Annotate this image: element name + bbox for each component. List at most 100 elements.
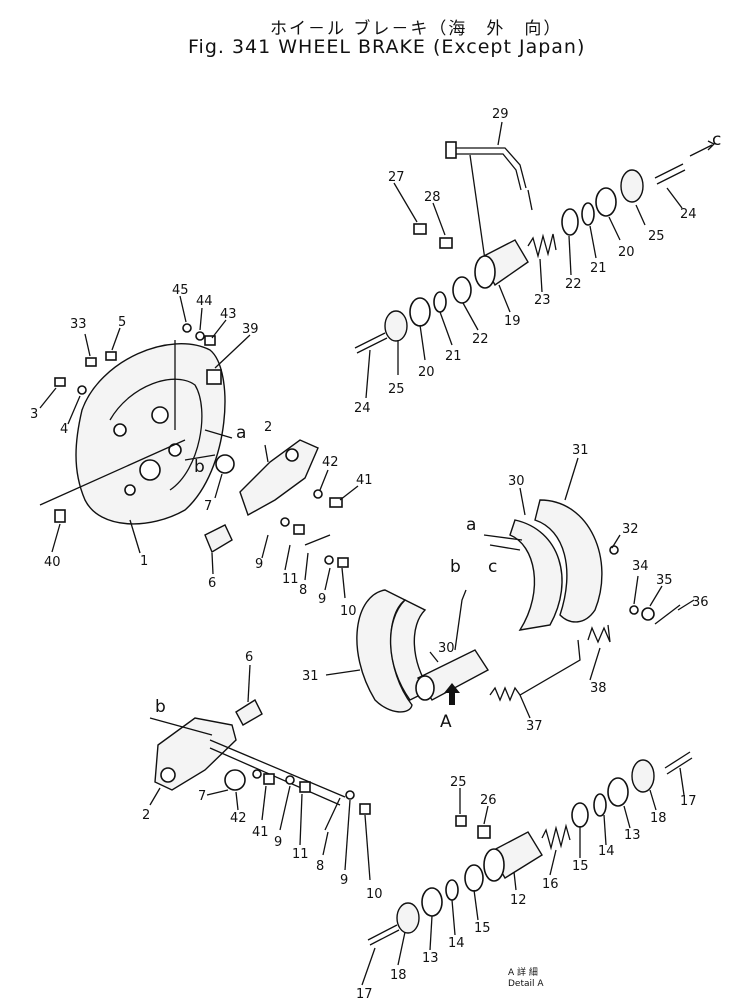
lower-anchor-group [149,664,371,881]
upper-wheel-cylinder-group [354,121,716,399]
callout-number-21: 3 [30,407,38,422]
callout-number-28: 7 [204,499,212,514]
adjuster-spring-lower [235,698,263,726]
callout-number-51: 11 [292,847,309,862]
callout-number-15: 45 [172,283,189,298]
return-spring-lower-cyl [541,823,571,851]
callout-number-17: 43 [220,307,237,322]
callout-number-56: 26 [480,793,497,808]
callout-number-20: 5 [118,315,126,330]
callout-number-46: 2 [142,808,150,823]
arrow-a-center [483,534,523,541]
reference-letter-6: A [440,712,452,732]
callout-number-14: 24 [354,401,371,416]
piston-cup [561,208,579,236]
reference-letter-4: b [450,557,461,577]
reference-letter-3: a [466,515,476,535]
callout-number-68: 17 [356,987,373,1002]
callout-number-38: 34 [632,559,649,574]
piston [595,187,617,217]
callout-number-45: 6 [245,650,253,665]
adjuster-wheel-lower [224,769,246,791]
reference-letter-1: b [194,457,205,477]
callout-number-43: 38 [590,681,607,696]
callout-number-10: 22 [472,332,489,347]
callout-number-22: 4 [60,422,68,437]
callout-number-60: 14 [598,844,615,859]
callout-number-2: 28 [424,190,441,205]
backing-plate [75,343,226,525]
callout-number-26: 40 [44,555,61,570]
callout-number-52: 8 [316,859,324,874]
arrow-c-upper [689,144,713,157]
callout-number-34: 10 [340,604,357,619]
callout-number-7: 21 [590,261,607,276]
callout-number-64: 15 [474,921,491,936]
callout-number-66: 13 [422,951,439,966]
callout-number-11: 21 [445,349,462,364]
callout-number-18: 39 [242,322,259,337]
callout-number-62: 16 [542,877,559,892]
figure-title-japanese: ホイ－ル ブレ－キ（海 外 向） [270,19,563,39]
shoe-anchor [239,439,319,517]
detail-label-english: Detail A [508,979,544,989]
callout-number-27: 1 [140,554,148,569]
adjuster-spring [204,524,233,554]
callout-number-54: 10 [366,887,383,902]
callout-number-35: 31 [572,443,589,458]
callout-number-50: 9 [274,835,282,850]
callout-number-13: 25 [388,382,405,397]
brake-shoe-right [509,519,563,631]
shoe-anchor-lower [154,717,237,791]
callout-number-23: 2 [264,420,272,435]
pipe-flare-nut [445,141,457,159]
figure-title-english: Fig. 341 WHEEL BRAKE (Except Japan) [188,36,586,58]
adjuster-wheel [215,454,235,474]
callout-number-49: 41 [252,825,269,840]
callout-number-61: 15 [572,859,589,874]
return-spring-lower [489,639,581,702]
backing-plate-group [39,295,359,599]
callout-number-5: 23 [534,293,551,308]
bleeder-cap [413,223,427,235]
push-rod [654,163,686,185]
callout-number-12: 20 [418,365,435,380]
callout-number-41: 30 [438,641,455,656]
callout-number-16: 44 [196,294,213,309]
reference-letter-7: b [155,697,166,717]
return-spring [527,233,557,259]
callout-number-33: 9 [318,592,326,607]
callout-number-37: 32 [622,522,639,537]
callout-number-42: 31 [302,669,319,684]
callout-number-30: 9 [255,557,263,572]
callout-number-3: 24 [680,207,697,222]
brake-pipe [452,147,527,189]
callout-number-25: 41 [356,473,373,488]
callout-number-59: 13 [624,828,641,843]
detail-a-label: A 詳 細 Detail A [508,968,544,990]
callout-number-67: 18 [390,968,407,983]
callout-numbers: 2927282425232221201922212025244544433933… [30,107,709,1002]
brake-shoe-group [325,457,695,719]
bleeder-screw [439,237,453,249]
callout-number-40: 36 [692,595,709,610]
plug [206,369,222,385]
callout-number-31: 11 [282,572,299,587]
callout-number-24: 42 [322,455,339,470]
callout-number-58: 18 [650,811,667,826]
brake-lining-right [534,499,603,623]
return-spring-upper [587,624,611,644]
dust-boot [620,169,644,203]
detail-label-japanese: A 詳 細 [508,968,538,978]
callout-number-29: 6 [208,576,216,591]
lower-wheel-cylinder-group [361,751,693,986]
callout-number-8: 20 [618,245,635,260]
callout-number-53: 9 [340,873,348,888]
callout-number-36: 30 [508,474,525,489]
callout-number-19: 33 [70,317,87,332]
callout-number-39: 35 [656,573,673,588]
reference-letter-2: c [712,130,721,150]
